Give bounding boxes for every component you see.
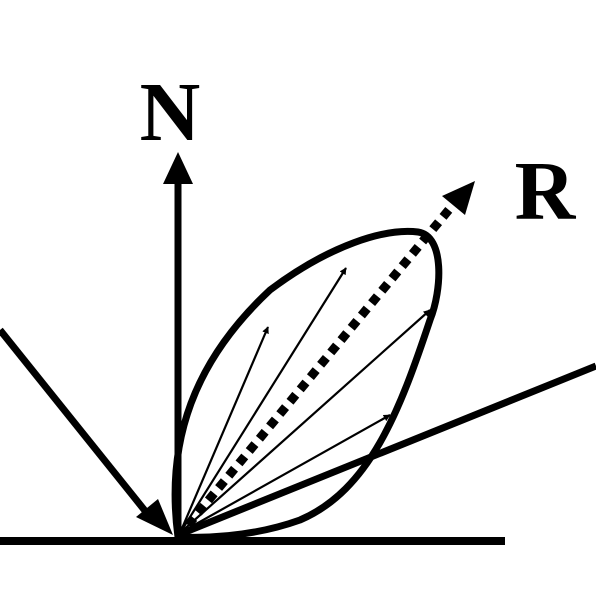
sample-ray-2 — [179, 267, 347, 534]
sample-ray-1 — [178, 326, 270, 534]
normal-vector-arrowhead — [163, 152, 193, 184]
normal-label: N — [140, 66, 201, 159]
reflection-label: R — [515, 145, 577, 238]
reflection-direction-dotted — [184, 203, 456, 528]
reflected-line — [176, 362, 596, 539]
sample-ray-3 — [179, 309, 431, 534]
incident-ray-arrowhead — [136, 499, 173, 535]
incident-ray — [0, 327, 153, 520]
reflection-lobe — [171, 227, 443, 541]
reflection-direction-arrowhead — [442, 181, 475, 215]
sample-ray-4 — [179, 414, 391, 534]
